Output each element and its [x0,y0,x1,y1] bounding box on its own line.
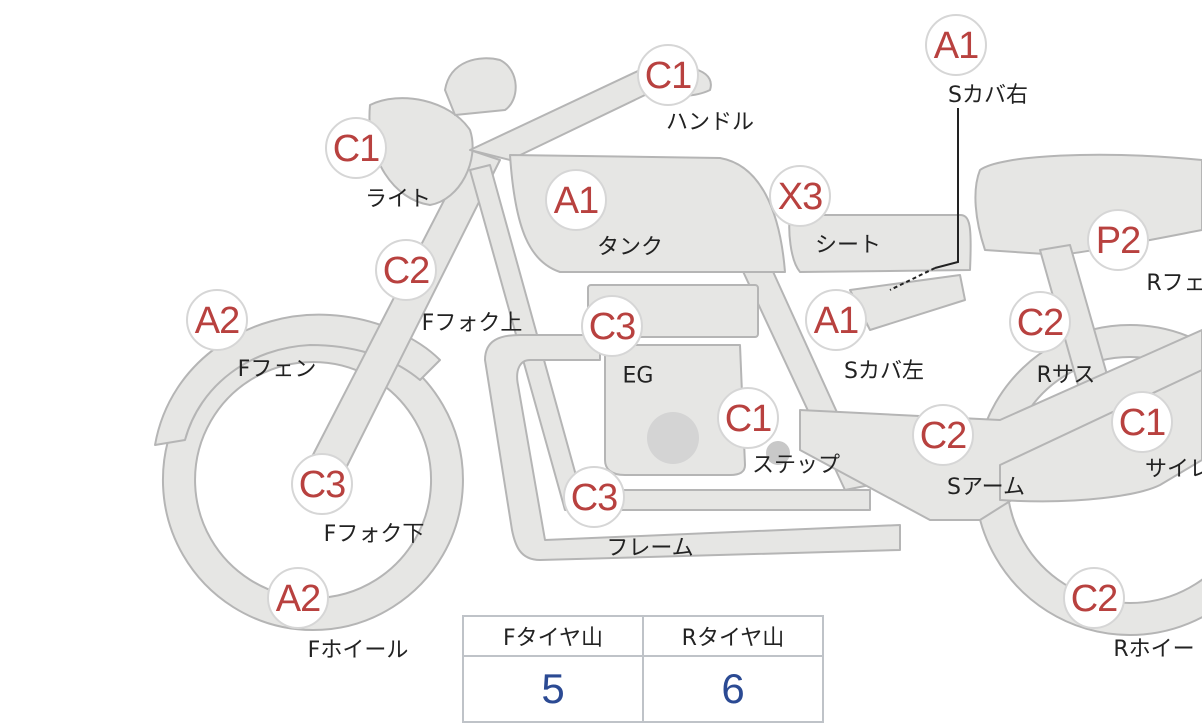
grade-badge: X3 [769,165,831,227]
grade-badge: C2 [912,404,974,466]
leader-line [934,108,959,269]
part-label: Fフォク下 [323,522,425,547]
seat [788,214,972,273]
part-label: Rフェ [1146,271,1202,296]
grade-badge: C1 [1111,391,1173,453]
grade-badge: C3 [563,466,625,528]
grade-badge: A2 [186,289,248,351]
part-label: Fフェン [237,357,317,382]
grade-badge: A1 [805,289,867,351]
grade-badge: A1 [545,169,607,231]
grade-badge: A2 [267,567,329,629]
part-label: ステップ [751,453,841,478]
frame-lower [484,334,901,561]
part-label: Sカバ右 [948,83,1028,108]
part-label: シート [814,233,882,258]
top-bracket [444,57,517,116]
part-label: Sアーム [947,475,1025,500]
rear-tire-value: 6 [642,655,824,723]
part-label: Fフォク上 [421,311,523,336]
grade-badge: C1 [717,387,779,449]
grade-badge: C3 [291,453,353,515]
part-label: サイレ [1144,457,1202,482]
grade-badge: C1 [637,44,699,106]
part-label: フレーム [606,536,694,561]
part-label: Sカバ左 [844,359,924,384]
grade-badge: C2 [375,239,437,301]
grade-badge: C2 [1063,567,1125,629]
tire-tread-table: Fタイヤ山 Rタイヤ山 5 6 [462,615,824,723]
part-label: Rサス [1036,363,1096,388]
headlight [368,97,474,206]
side-cover [849,274,966,331]
grade-badge: C2 [1009,291,1071,353]
part-label: ライト [364,187,432,212]
grade-badge: C1 [325,117,387,179]
part-label: Rホイー [1113,637,1195,662]
grade-badge: A1 [925,14,987,76]
front-tire-value: 5 [462,655,644,723]
engine [604,344,746,476]
part-label: ハンドル [665,110,755,135]
part-label: EG [622,363,654,389]
part-label: Fホイール [307,638,409,663]
engine-cover [647,412,699,464]
front-tire-header: Fタイヤ山 [462,615,644,657]
grade-badge: P2 [1087,209,1149,271]
grade-badge: C3 [581,295,643,357]
rear-tire-header: Rタイヤ山 [642,615,824,657]
part-label: タンク [596,235,664,260]
